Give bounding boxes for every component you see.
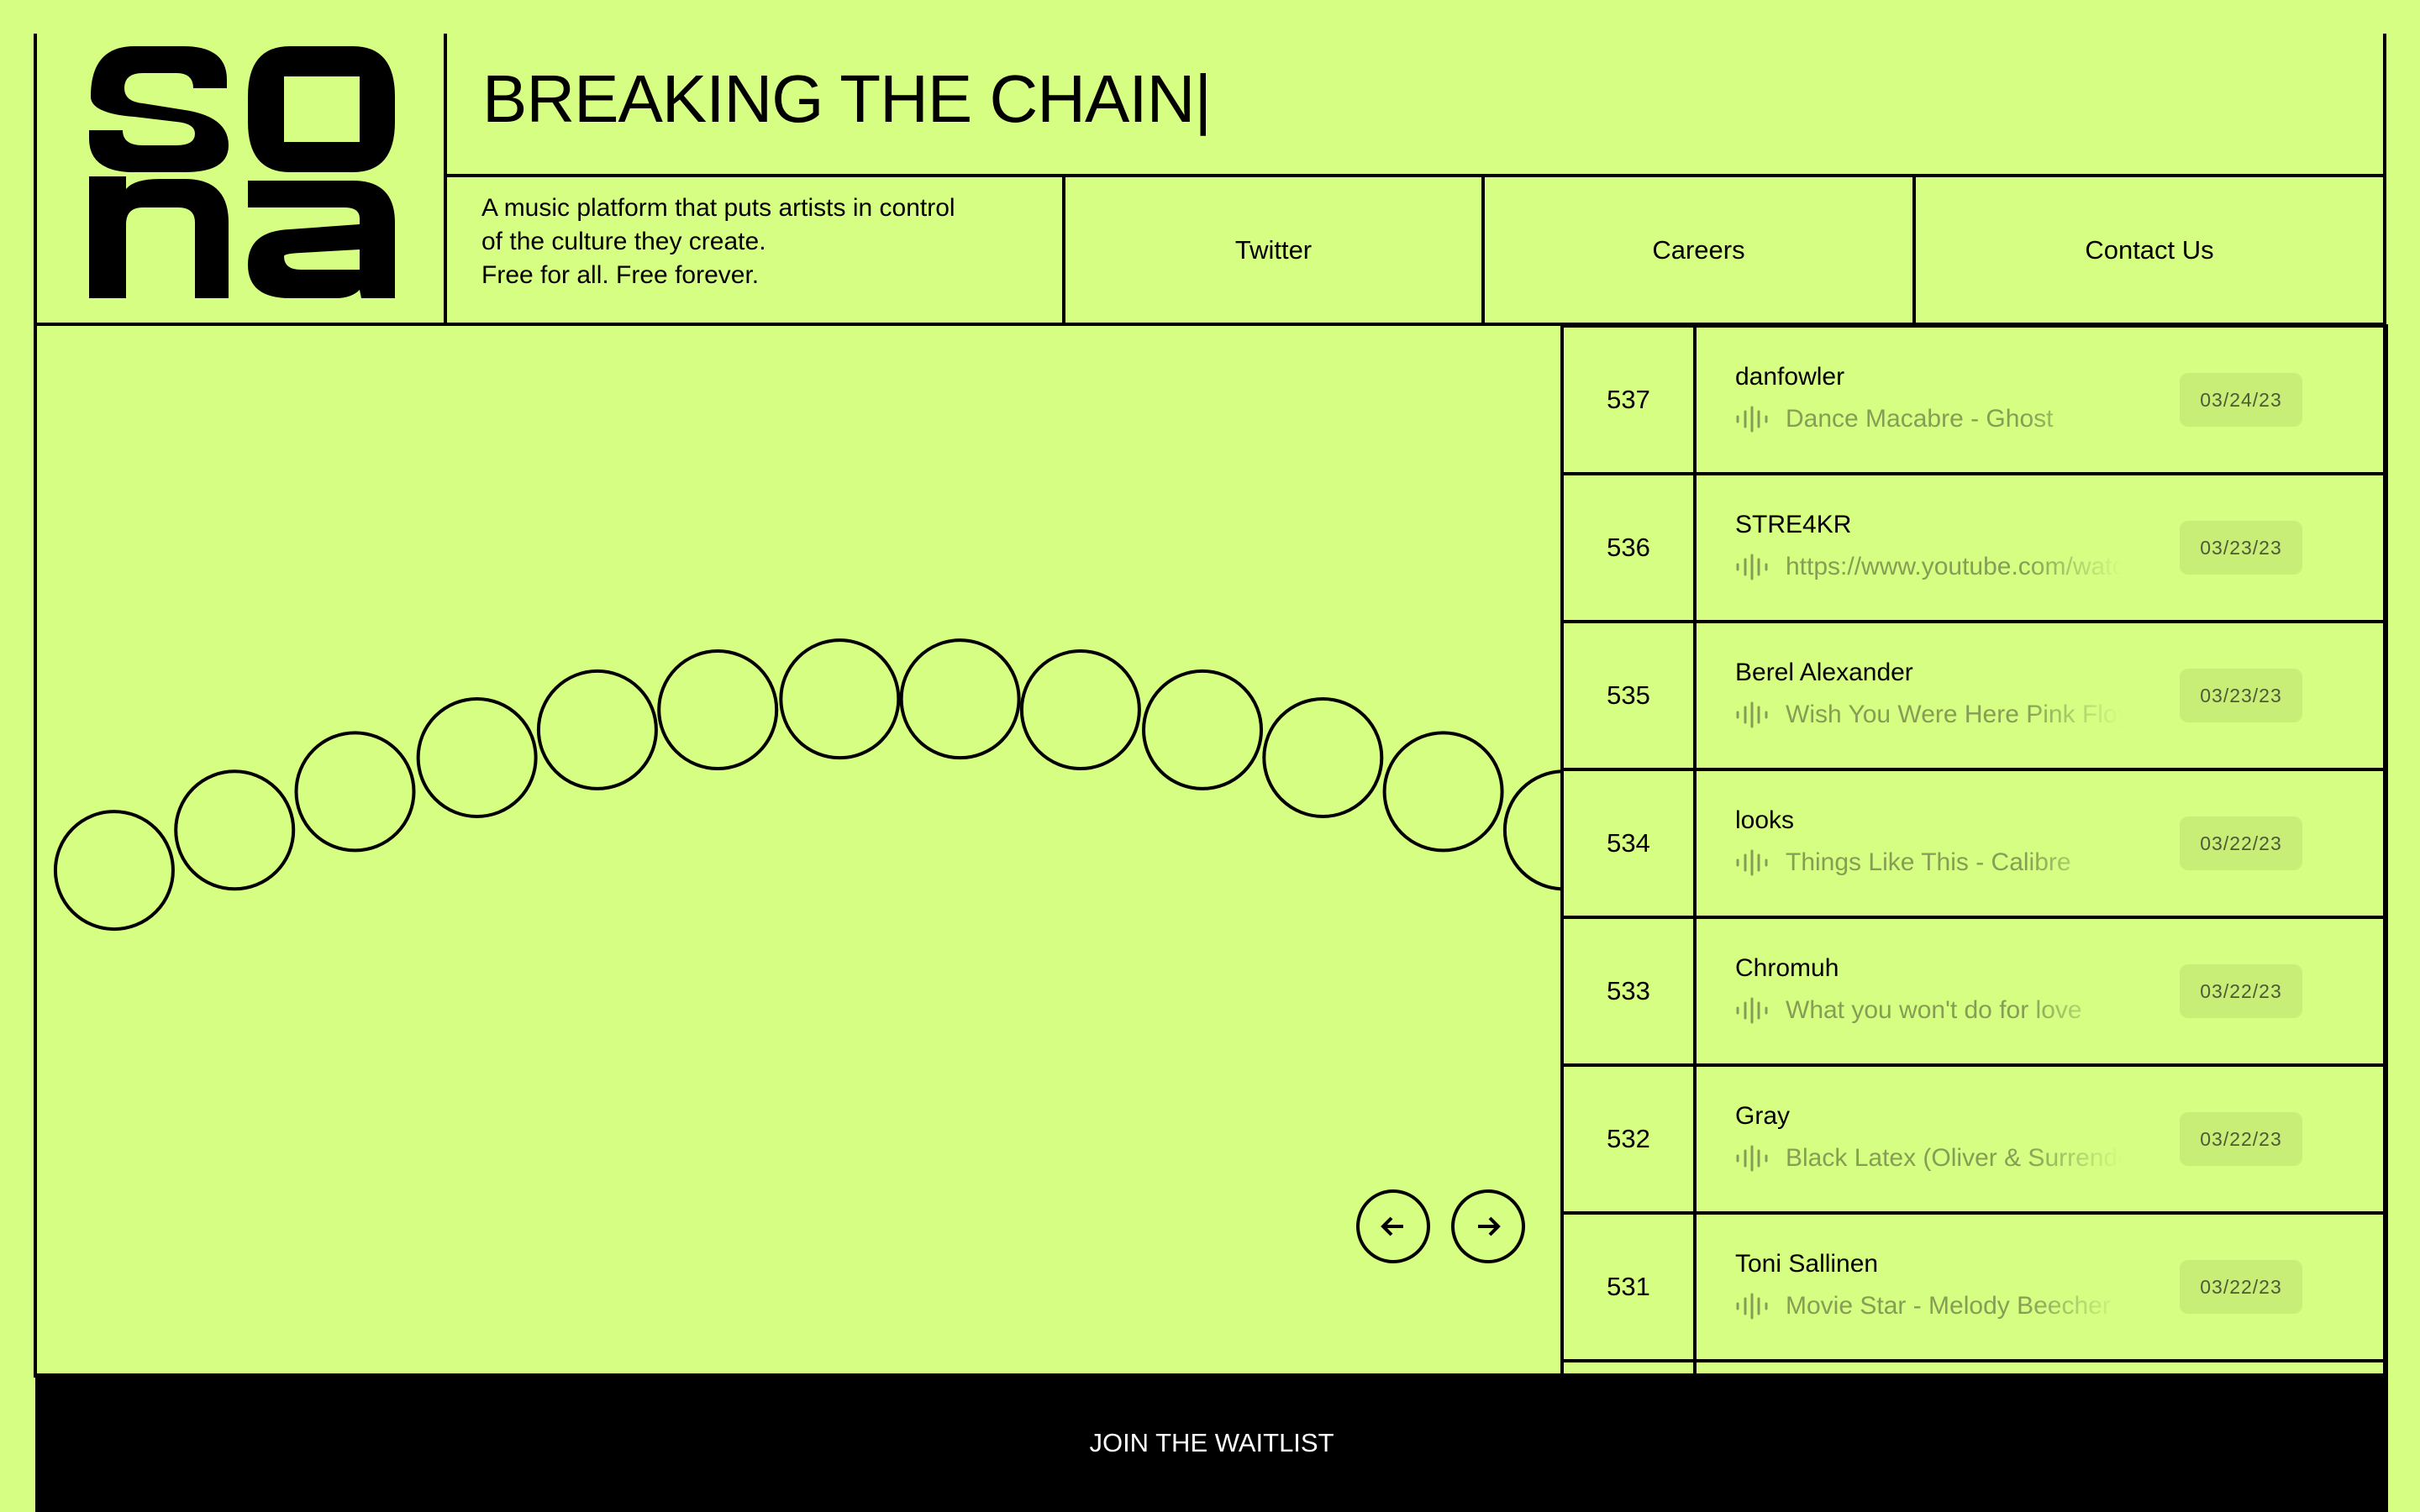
chain-link-circle [1502,769,1560,891]
submission-number: 537 [1564,328,1697,472]
chain-link-circle [657,649,779,771]
submission-number: 531 [1564,1215,1697,1359]
prev-button[interactable] [1356,1189,1430,1263]
chain-link-circle [1142,669,1264,790]
page-title: BREAKING THE CHAIN| [482,61,1212,136]
submission-date: 03/22/23 [2180,964,2302,1018]
submission-number: 535 [1564,623,1697,768]
chain-link-circle [899,638,1021,760]
submission-date: 03/22/23 [2180,1112,2302,1166]
submission-number: 536 [1564,475,1697,620]
submission-number: 532 [1564,1067,1697,1211]
submission-row[interactable]: 536 STRE4KR https://www.youtube.com/watc… [1560,472,2388,620]
frame-left-line [34,34,37,1378]
submission-date: 03/23/23 [2180,669,2302,722]
chain-link-circle [1262,696,1384,818]
arrow-left-icon [1381,1216,1403,1236]
audio-wave-icon [1736,554,1768,580]
chain-link-circle [416,696,538,818]
tagline-line: Free for all. Free forever. [481,261,760,289]
nav-contact-link[interactable]: Contact Us [2085,234,2214,265]
submission-user: Berel Alexander [1735,659,1913,686]
sona-logo[interactable] [84,46,395,298]
submission-track: Things Like This - Calibre [1735,848,2122,877]
submission-row[interactable] [1560,1359,2388,1373]
submission-track: Wish You Were Here Pink Floyd [1735,701,2122,729]
submission-track: Black Latex (Oliver & Surrender) [1735,1144,2122,1173]
submission-user: Chromuh [1735,954,1839,982]
chain-link-circle [779,638,901,760]
submission-date: 03/24/23 [2180,373,2302,427]
submission-track: Movie Star - Melody Beecher [1735,1292,2122,1320]
submission-date: 03/22/23 [2180,816,2302,870]
header-divider [34,323,2386,326]
submission-track: Dance Macabre - Ghost [1735,405,2122,433]
submission-date: 03/23/23 [2180,521,2302,575]
track-title: Black Latex (Oliver & Surrender) [1786,1144,2122,1172]
chain-link-circle [1382,731,1504,853]
track-title: https://www.youtube.com/watch [1786,553,2122,580]
tagline: A music platform that puts artists in co… [481,192,955,292]
submission-row[interactable]: 532 Gray Black Latex (Oliver & Surrender… [1560,1063,2388,1211]
submission-row[interactable]: 531 Toni Sallinen Movie Star - Melody Be… [1560,1211,2388,1359]
nav-divider [1062,174,1065,325]
chain-link-circle [536,669,658,790]
audio-wave-icon [1736,406,1768,433]
next-button[interactable] [1451,1189,1525,1263]
chain-link-circle [1019,649,1141,771]
submission-row[interactable]: 533 Chromuh What you won't do for love 0… [1560,916,2388,1063]
audio-wave-icon [1736,1145,1768,1172]
logo-divider [444,34,447,326]
track-title: Things Like This - Calibre [1786,848,2071,876]
nav-divider [1481,174,1485,325]
audio-wave-icon [1736,701,1768,728]
track-title: Dance Macabre - Ghost [1786,405,2054,433]
nav-twitter-link[interactable]: Twitter [1234,234,1313,265]
audio-wave-icon [1736,997,1768,1024]
submission-date: 03/22/23 [2180,1260,2302,1314]
submission-row[interactable]: 534 looks Things Like This - Calibre 03/… [1560,768,2388,916]
submission-user: looks [1735,806,1795,834]
join-waitlist-button[interactable]: JOIN THE WAITLIST [35,1373,2388,1512]
submission-user: Toni Sallinen [1735,1250,1879,1278]
nav-careers-link[interactable]: Careers [1652,234,1745,265]
submission-user: STRE4KR [1735,511,1852,538]
audio-wave-icon [1736,1293,1768,1320]
track-title: Movie Star - Melody Beecher [1786,1292,2111,1320]
chain-svg [53,638,1560,932]
submission-list[interactable]: 537 danfowler Dance Macabre - Ghost 03/2… [1560,324,2388,1373]
arrow-right-icon [1478,1216,1501,1236]
submission-track: https://www.youtube.com/watch [1735,553,2122,581]
chain-visual [39,328,1560,1373]
audio-wave-icon [1736,849,1768,876]
nav-divider [1912,174,1916,325]
submission-row[interactable]: 535 Berel Alexander Wish You Were Here P… [1560,620,2388,768]
chain-link-circle [294,731,416,853]
submission-row[interactable]: 537 danfowler Dance Macabre - Ghost 03/2… [1560,324,2388,472]
submission-user: Gray [1735,1102,1791,1130]
chain-link-circle [53,810,175,932]
track-title: Wish You Were Here Pink Floyd [1786,701,2122,728]
submission-number [1564,1362,1697,1373]
tagline-line: of the culture they create. [481,228,766,255]
chain-link-circle [174,769,296,891]
tagline-line: A music platform that puts artists in co… [481,194,955,222]
title-divider [444,174,2386,177]
submission-user: danfowler [1735,363,1845,391]
submission-number: 533 [1564,919,1697,1063]
track-title: What you won't do for love [1786,996,2082,1024]
submission-number: 534 [1564,771,1697,916]
submission-track: What you won't do for love [1735,996,2122,1025]
